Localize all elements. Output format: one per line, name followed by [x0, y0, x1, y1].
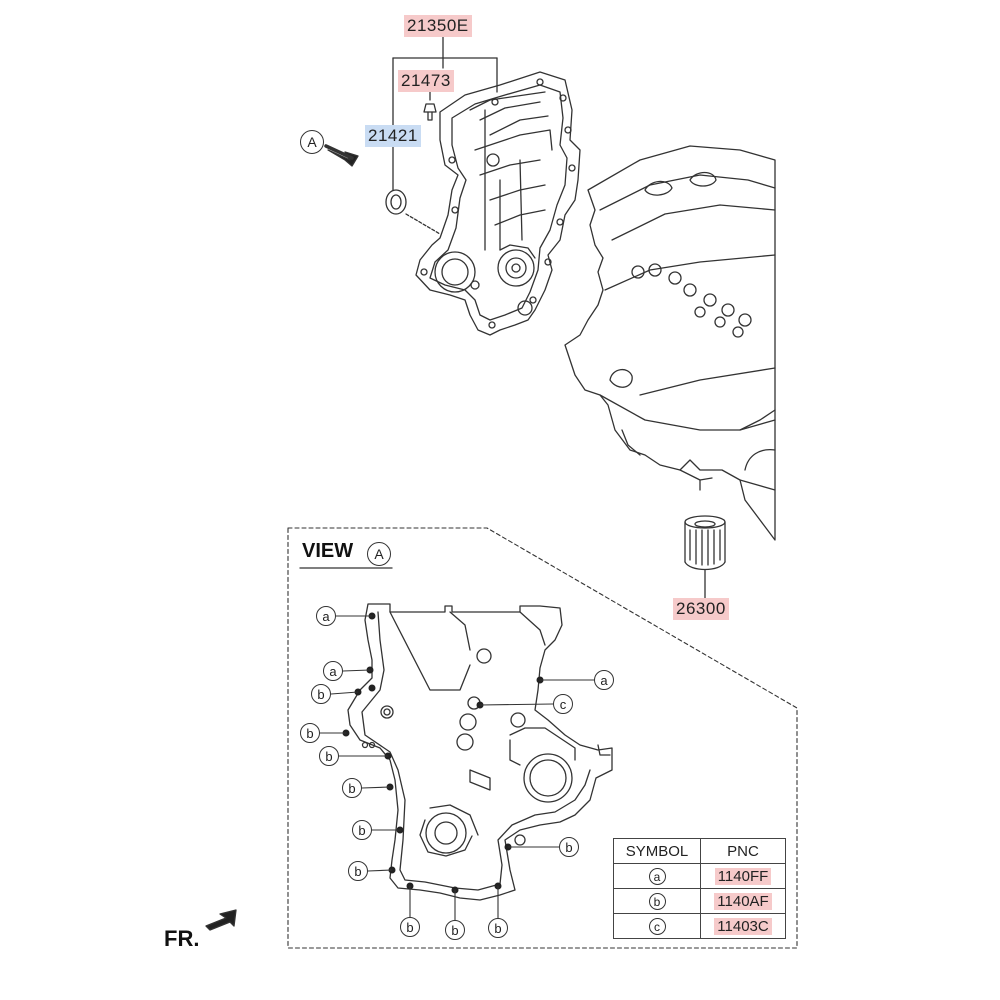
- header-symbol: SYMBOL: [613, 838, 701, 864]
- oil-filter: [684, 515, 726, 599]
- engine-block: [564, 145, 776, 541]
- part-label-bolt[interactable]: 21473: [398, 70, 454, 92]
- pnc-value[interactable]: 1140AF: [714, 892, 772, 910]
- leader-lines: [392, 35, 498, 191]
- symbol-table-header: SYMBOL PNC: [613, 838, 786, 864]
- symbol-table: SYMBOL PNC a 1140FF b 1140AF c 11403C: [613, 838, 786, 939]
- callout-b: b: [445, 920, 465, 940]
- callout-a: a: [323, 661, 343, 681]
- pnc-value[interactable]: 1140FF: [714, 867, 772, 885]
- table-row: b 1140AF: [613, 888, 786, 914]
- callout-a: a: [316, 606, 336, 626]
- callout-b: b: [319, 746, 339, 766]
- bolt-dots: [342, 612, 544, 894]
- callout-b: b: [300, 723, 320, 743]
- front-arrow: [205, 909, 237, 931]
- callout-a: a: [594, 670, 614, 690]
- symbol-c: c: [648, 917, 666, 935]
- callout-b: b: [348, 861, 368, 881]
- view-title-marker: A: [367, 542, 391, 566]
- part-label-filter[interactable]: 26300: [673, 598, 729, 620]
- header-pnc: PNC: [700, 838, 786, 864]
- symbol-b: b: [648, 892, 666, 910]
- callout-b: b: [352, 820, 372, 840]
- timing-cover: [385, 71, 581, 336]
- callout-b: b: [488, 918, 508, 938]
- table-row: a 1140FF: [613, 863, 786, 889]
- callout-b: b: [559, 837, 579, 857]
- part-label-cover[interactable]: 21350E: [404, 15, 472, 37]
- view-a-marker: A: [300, 130, 324, 154]
- view-title: VIEW: [302, 540, 353, 563]
- pnc-value[interactable]: 11403C: [714, 917, 772, 935]
- view-a-arrow: [324, 144, 359, 167]
- callout-b: b: [342, 778, 362, 798]
- view-cover: [347, 603, 613, 901]
- view-title-text: VIEW: [302, 540, 354, 562]
- view-frame: [287, 527, 798, 949]
- callout-leaders: [319, 615, 595, 921]
- callout-c: c: [553, 694, 573, 714]
- symbol-a: a: [648, 867, 666, 885]
- part-label-seal[interactable]: 21421: [365, 125, 421, 147]
- callout-b: b: [311, 684, 331, 704]
- callout-b: b: [400, 917, 420, 937]
- table-row: c 11403C: [613, 913, 786, 939]
- front-label: FR.: [164, 926, 200, 951]
